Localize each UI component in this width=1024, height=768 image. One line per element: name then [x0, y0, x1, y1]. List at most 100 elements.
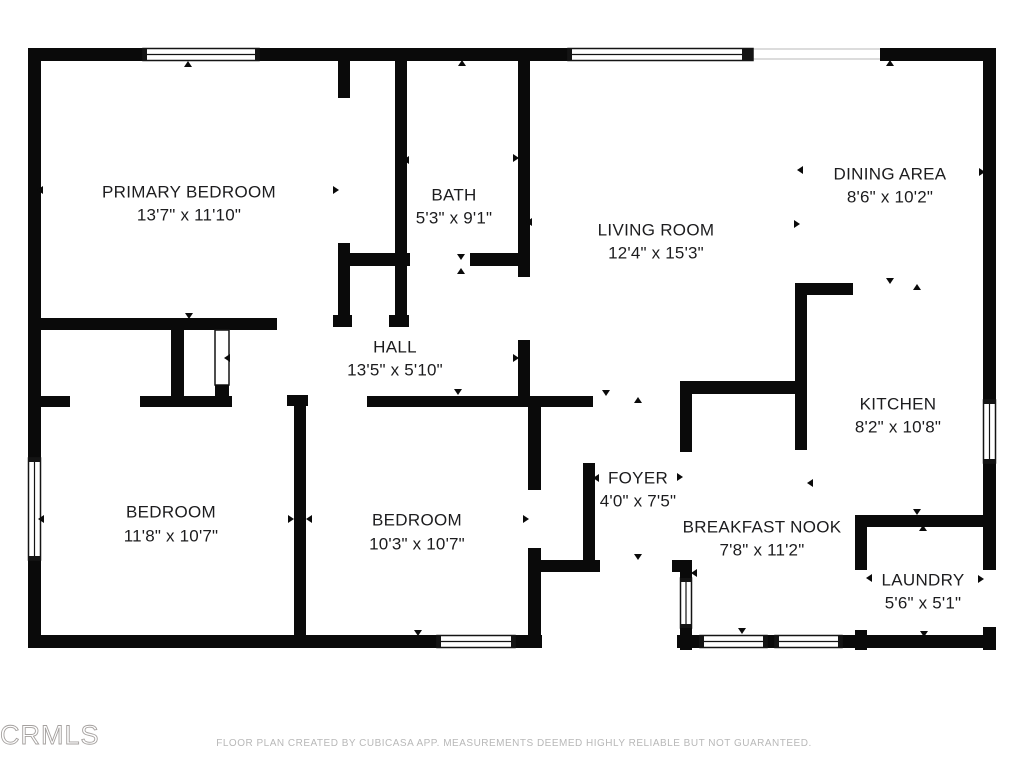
room-label-living-room: LIVING ROOM	[598, 220, 715, 239]
wall-segment	[389, 315, 409, 327]
room-label-laundry: LAUNDRY	[881, 570, 964, 589]
interior-walls	[28, 61, 996, 650]
room-dims-kitchen: 8'2" x 10'8"	[855, 417, 941, 436]
wall-segment	[518, 61, 530, 277]
marker-arrow-icon	[457, 268, 465, 274]
disclaimer-text: FLOOR PLAN CREATED BY CUBICASA APP. MEAS…	[216, 738, 811, 749]
back-door-opening	[983, 570, 996, 627]
wall-segment	[855, 515, 996, 527]
marker-arrow-icon	[306, 515, 312, 523]
room-dims-bath: 5'3" x 9'1"	[416, 208, 493, 227]
wall-segment	[28, 635, 542, 648]
marker-arrow-icon	[185, 313, 193, 319]
wall-segment	[333, 315, 352, 327]
wall-segment	[28, 396, 70, 407]
room-label-primary-bedroom: PRIMARY BEDROOM	[102, 182, 276, 201]
windows	[27, 47, 997, 649]
wall-segment	[287, 395, 308, 406]
crmls-watermark: CRMLS	[0, 720, 100, 750]
marker-arrow-icon	[913, 284, 921, 290]
wall-segment	[338, 253, 410, 266]
marker-arrow-icon	[457, 254, 465, 260]
room-dims-living-room: 12'4" x 15'3"	[608, 243, 704, 262]
wall-segment	[528, 548, 541, 648]
marker-arrow-icon	[526, 218, 532, 226]
wall-segment	[682, 381, 795, 394]
marker-arrow-icon	[184, 61, 192, 67]
marker-arrow-icon	[919, 525, 927, 531]
opening-marker-icons	[37, 60, 985, 641]
marker-arrow-icon	[593, 474, 599, 482]
faint-wall-line	[753, 48, 880, 50]
window-icon	[774, 634, 843, 649]
marker-arrow-icon	[866, 574, 872, 582]
exterior-openings	[600, 559, 996, 627]
room-labels: PRIMARY BEDROOM 13'7" x 11'10" BATH 5'3"…	[102, 164, 964, 612]
wall-segment	[795, 283, 807, 450]
window-icon	[142, 47, 260, 62]
window-icon	[679, 577, 693, 629]
marker-arrow-icon	[794, 220, 800, 228]
marker-arrow-icon	[634, 397, 642, 403]
room-label-breakfast-nook: BREAKFAST NOOK	[683, 517, 842, 536]
wall-segment	[171, 330, 184, 397]
window-icon	[699, 634, 768, 649]
marker-arrow-icon	[224, 354, 230, 362]
window-icon	[567, 47, 754, 62]
room-dims-foyer: 4'0" x 7'5"	[600, 491, 677, 510]
door-leaf-icon	[214, 329, 230, 400]
marker-arrow-icon	[513, 354, 519, 362]
wall-segment	[28, 318, 277, 330]
open-wall-section	[753, 47, 880, 62]
room-dims-laundry: 5'6" x 5'1"	[885, 593, 962, 612]
marker-arrow-icon	[333, 186, 339, 194]
marker-arrow-icon	[288, 515, 294, 523]
room-label-foyer: FOYER	[608, 468, 668, 487]
marker-arrow-icon	[634, 554, 642, 560]
room-label-kitchen: KITCHEN	[860, 394, 937, 413]
marker-arrow-icon	[513, 154, 519, 162]
room-dims-bedroom-left: 11'8" x 10'7"	[124, 526, 219, 545]
wall-segment	[983, 48, 996, 650]
marker-arrow-icon	[913, 509, 921, 515]
marker-arrow-icon	[691, 569, 697, 577]
marker-arrow-icon	[677, 473, 683, 481]
wall-segment	[294, 405, 306, 635]
room-label-hall: HALL	[373, 337, 417, 356]
faint-wall-line	[753, 58, 880, 60]
marker-arrow-icon	[164, 398, 172, 404]
wall-segment	[680, 628, 692, 650]
room-dims-primary-bedroom: 13'7" x 11'10"	[137, 205, 241, 224]
wall-segment	[855, 515, 867, 570]
window-icon	[436, 634, 516, 649]
room-label-bedroom-middle: BEDROOM	[372, 510, 462, 529]
wall-segment	[338, 61, 350, 98]
marker-arrow-icon	[413, 399, 421, 405]
marker-arrow-icon	[458, 60, 466, 66]
marker-arrow-icon	[920, 631, 928, 637]
wall-segment	[395, 61, 407, 315]
marker-arrow-icon	[454, 389, 462, 395]
wall-segment	[680, 381, 692, 452]
marker-arrow-icon	[37, 186, 43, 194]
wall-segment	[140, 396, 232, 407]
wall-segment	[528, 407, 541, 490]
marker-arrow-icon	[979, 168, 985, 176]
room-label-bedroom-left: BEDROOM	[126, 502, 216, 521]
room-dims-bedroom-middle: 10'3" x 10'7"	[369, 534, 465, 553]
wall-segment	[795, 283, 853, 295]
marker-arrow-icon	[414, 630, 422, 636]
marker-arrow-icon	[523, 515, 529, 523]
room-dims-dining-area: 8'6" x 10'2"	[847, 187, 933, 206]
marker-arrow-icon	[403, 156, 409, 164]
marker-arrow-icon	[886, 278, 894, 284]
marker-arrow-icon	[807, 479, 813, 487]
room-dims-breakfast-nook: 7'8" x 11'2"	[720, 540, 805, 559]
wall-segment	[583, 463, 595, 572]
wall-segment	[367, 396, 593, 407]
marker-arrow-icon	[162, 635, 170, 641]
marker-arrow-icon	[38, 515, 44, 523]
marker-arrow-icon	[797, 166, 803, 174]
